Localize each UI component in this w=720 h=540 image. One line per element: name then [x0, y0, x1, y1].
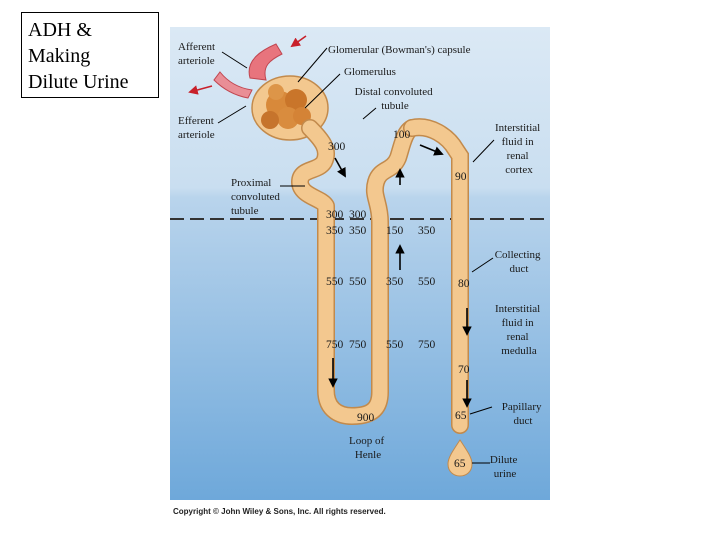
leader-lines	[217, 47, 495, 464]
label-glomerulus: Glomerulus	[344, 66, 396, 78]
label-glomerular-capsule: Glomerular (Bowman's) capsule	[328, 44, 471, 56]
value-duct-80: 80	[458, 278, 470, 290]
label-interstitial-cortex: Interstitial fluid in renal cortex	[495, 122, 543, 176]
value-dct-top: 100	[393, 129, 411, 141]
label-efferent-arteriole: Efferent arteriole	[178, 115, 217, 141]
value-row-3-left: 750 750	[326, 339, 367, 351]
value-row-3-ascending: 550	[386, 339, 404, 351]
label-distal-convoluted-tubule: Distal convoluted tubule	[355, 86, 436, 112]
value-row-2-left: 550 550	[326, 276, 367, 288]
flow-arrows	[328, 144, 472, 408]
value-duct-65: 65	[455, 410, 467, 422]
label-dilute-urine: Dilute urine	[490, 454, 520, 480]
value-row-3-cd: 750	[418, 339, 436, 351]
copyright-notice: Copyright © John Wiley & Sons, Inc. All …	[173, 507, 386, 516]
label-proximal-convoluted-tubule: Proximal convoluted tubule	[231, 177, 283, 217]
value-cd-top: 90	[455, 171, 467, 183]
value-cd-1: 350	[418, 225, 436, 237]
afferent-arteriole	[248, 43, 283, 81]
slide-title: ADH & Making Dilute Urine	[21, 12, 159, 98]
label-collecting-duct: Collecting duct	[495, 249, 544, 275]
collecting-duct-fill	[404, 119, 468, 433]
title-line-2: Making	[28, 45, 91, 67]
label-loop-of-henle: Loop of Henle	[349, 435, 387, 461]
title-line-1: ADH &	[28, 19, 92, 41]
glomerulus	[261, 84, 311, 129]
title-line-3: Dilute Urine	[28, 71, 129, 93]
blood-flow-arrows	[188, 35, 307, 95]
label-afferent-arteriole: Afferent arteriole	[178, 41, 218, 67]
urine-droplet	[447, 439, 473, 477]
efferent-arteriole	[213, 71, 253, 99]
value-row-2-cd: 550	[418, 276, 436, 288]
value-ascending-1: 150	[386, 225, 404, 237]
label-interstitial-medulla: Interstitial fluid in renal medulla	[495, 303, 543, 357]
value-medulla-left-1: 350 350	[326, 225, 367, 237]
value-duct-70: 70	[458, 364, 470, 376]
value-urine-65: 65	[454, 458, 466, 470]
nephron-tubule-fill	[292, 120, 420, 424]
value-pct-top: 300	[328, 141, 346, 153]
value-loop-bottom: 900	[357, 412, 375, 424]
value-row-2-ascending: 350	[386, 276, 404, 288]
label-papillary-duct: Papillary duct	[502, 401, 544, 427]
value-cortex-left: 300 300	[326, 209, 367, 221]
